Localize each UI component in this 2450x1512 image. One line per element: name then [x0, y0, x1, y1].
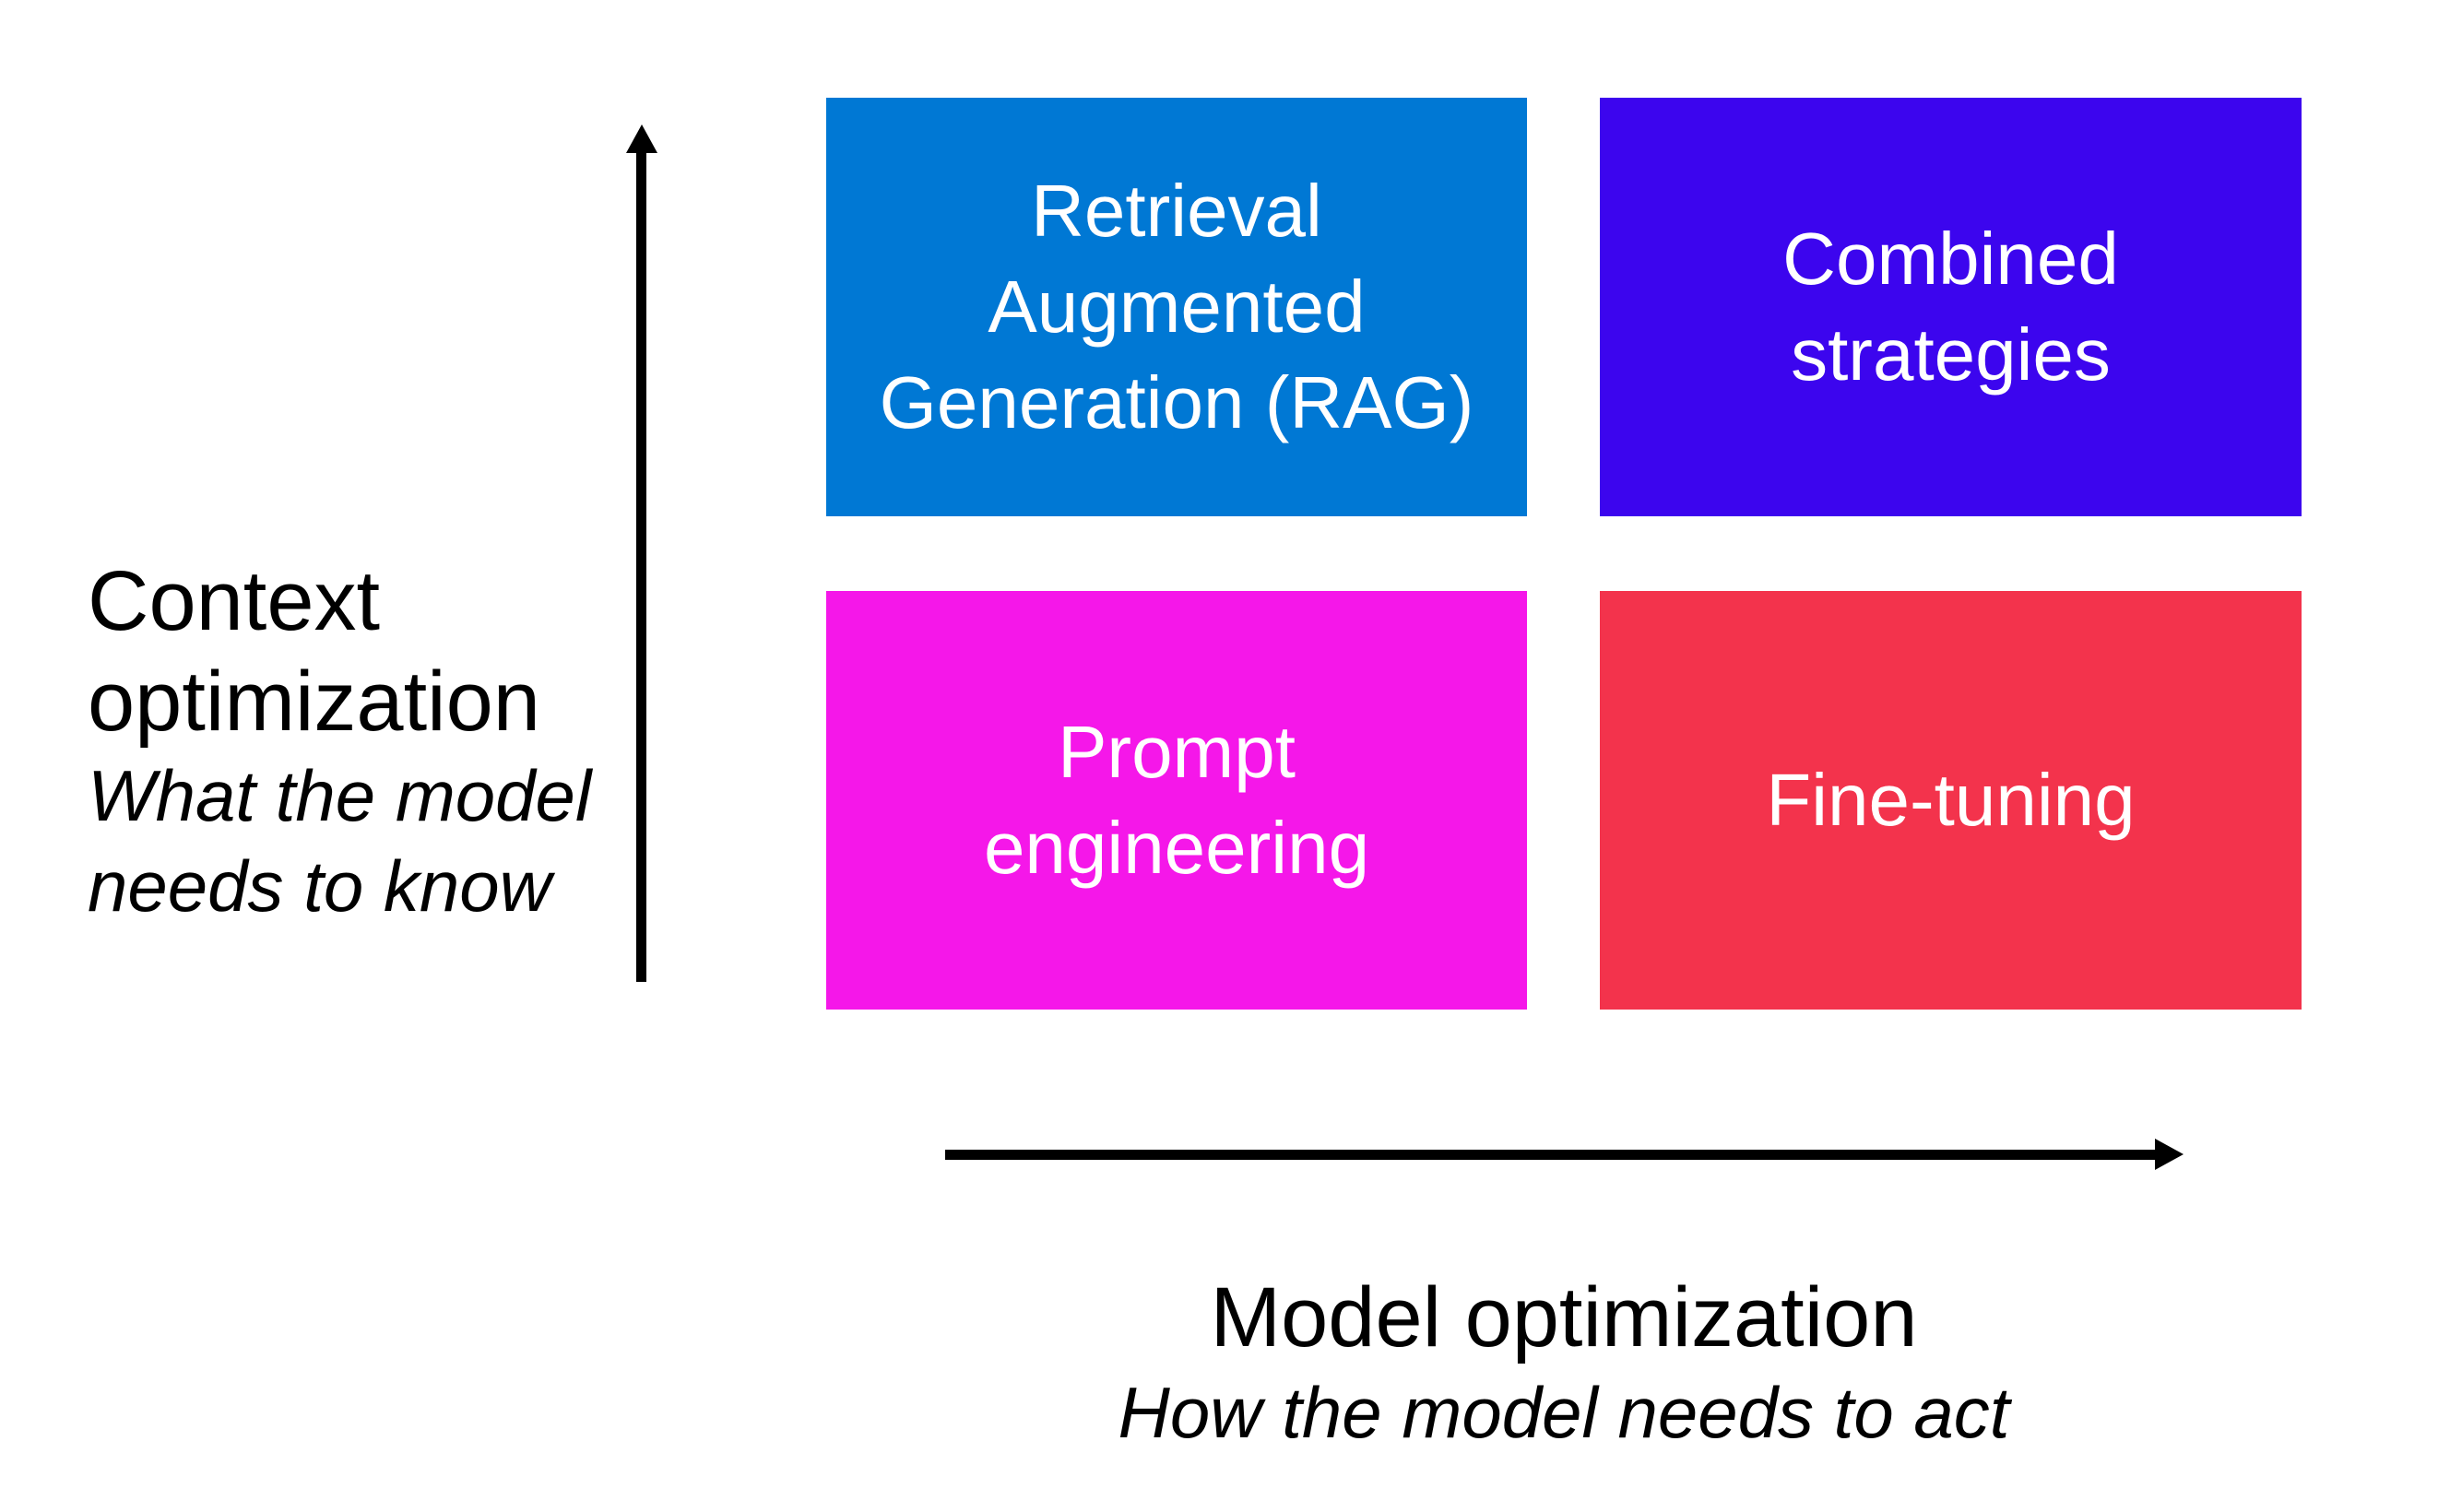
y-axis-subtitle: What the model needs to know [88, 755, 592, 927]
x-axis-title: Model optimization [1210, 1270, 1918, 1364]
y-axis-title: Context optimization [88, 554, 540, 749]
up-arrow-icon [636, 149, 646, 982]
quadrant-combined-strategies: Combined strategies [1600, 98, 2302, 516]
quadrant-prompt-engineering: Prompt engineering [826, 591, 1527, 1010]
y-axis-label: Context optimization What the model need… [88, 551, 641, 931]
x-axis-subtitle: How the model needs to act [1118, 1371, 2010, 1453]
x-axis-label: Model optimization How the model needs t… [945, 1268, 2183, 1458]
quadrant-rag: Retrieval Augmented Generation (RAG) [826, 98, 1527, 516]
right-arrow-icon [945, 1150, 2156, 1160]
right-arrowhead-icon [2155, 1139, 2184, 1170]
quadrant-fine-tuning: Fine-tuning [1600, 591, 2302, 1010]
up-arrowhead-icon [626, 124, 657, 153]
